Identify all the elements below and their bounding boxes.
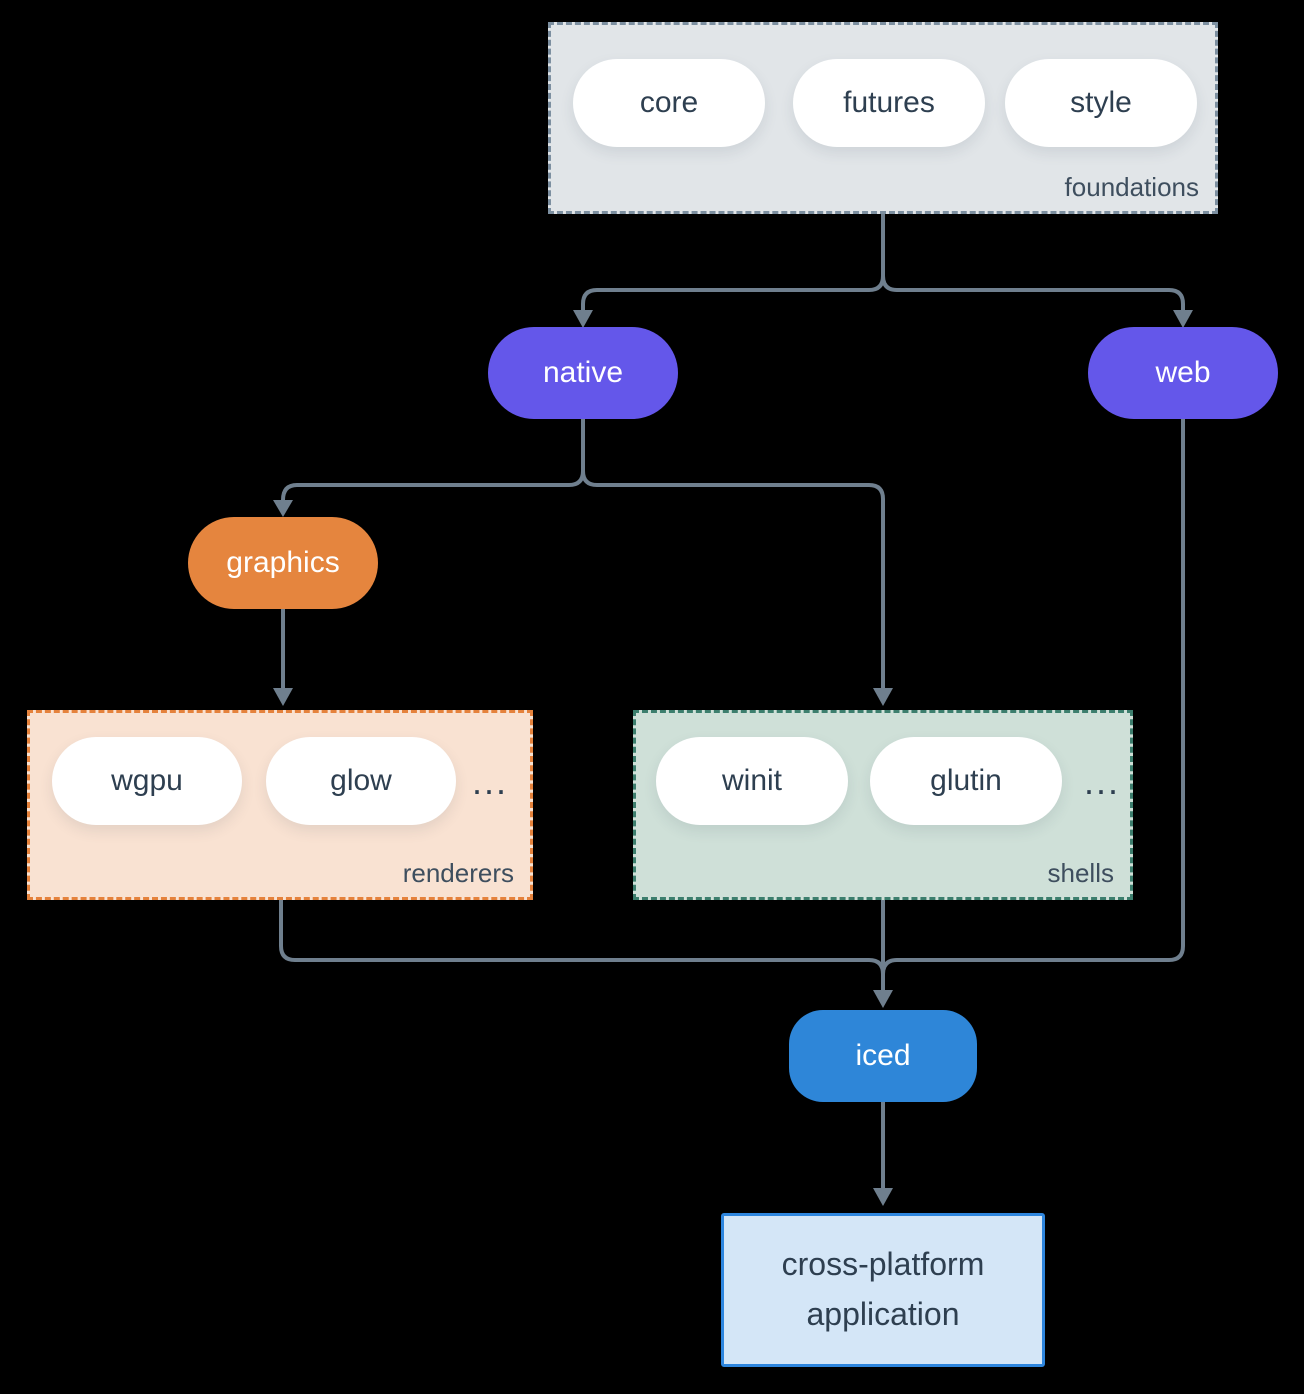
renderers-group-box: wgpu glow ... renderers [27, 710, 533, 900]
wire-fork-to-web [881, 274, 1185, 312]
node-wgpu-label: wgpu [111, 764, 183, 797]
shells-group-label: shells [1047, 858, 1114, 888]
arrowhead-native [573, 310, 593, 328]
node-style-label: style [1070, 86, 1132, 119]
wire-fork-to-shells [581, 469, 885, 690]
wire-fork-to-graphics [281, 469, 585, 502]
node-winit-label: winit [721, 764, 782, 797]
node-core: core [573, 59, 765, 147]
node-native: native [488, 327, 678, 419]
node-web-label: web [1155, 356, 1211, 389]
arrowhead-graphics [273, 500, 293, 517]
node-glow-label: glow [330, 764, 392, 797]
node-style: style [1005, 59, 1197, 147]
node-futures: futures [793, 59, 985, 147]
node-glow: glow [266, 737, 456, 825]
node-core-label: core [639, 86, 699, 119]
node-iced-label: iced [855, 1039, 911, 1072]
node-glutin-label: glutin [930, 764, 1002, 797]
node-native-label: native [542, 356, 624, 389]
node-futures-label: futures [843, 86, 935, 119]
node-glutin: glutin [870, 737, 1062, 825]
renderers-group-label: renderers [402, 858, 514, 888]
node-iced: iced [789, 1010, 977, 1102]
arrowhead-web [1173, 310, 1193, 328]
renderers-ellipsis: ... [472, 761, 509, 802]
shells-group-box: winit glutin ... shells [633, 710, 1133, 900]
wire-fork-to-native [581, 274, 885, 312]
node-graphics: graphics [188, 517, 378, 609]
app-label-line2: application [806, 1296, 960, 1332]
wire-renderers-merge [279, 898, 885, 976]
node-graphics-label: graphics [226, 546, 340, 579]
foundations-group-box: core futures style foundations [548, 22, 1218, 214]
arrowhead-app [873, 1188, 893, 1206]
shells-ellipsis: ... [1084, 761, 1121, 802]
arrowhead-shells [873, 688, 893, 706]
foundations-group-label: foundations [1064, 172, 1199, 202]
node-winit: winit [656, 737, 848, 825]
node-web: web [1088, 327, 1278, 419]
node-wgpu: wgpu [52, 737, 242, 825]
arrowhead-iced [873, 990, 893, 1008]
cross-platform-application-box: cross-platform application [721, 1213, 1045, 1367]
arrowhead-renderers [273, 688, 293, 706]
app-label-line1: cross-platform [781, 1246, 985, 1283]
